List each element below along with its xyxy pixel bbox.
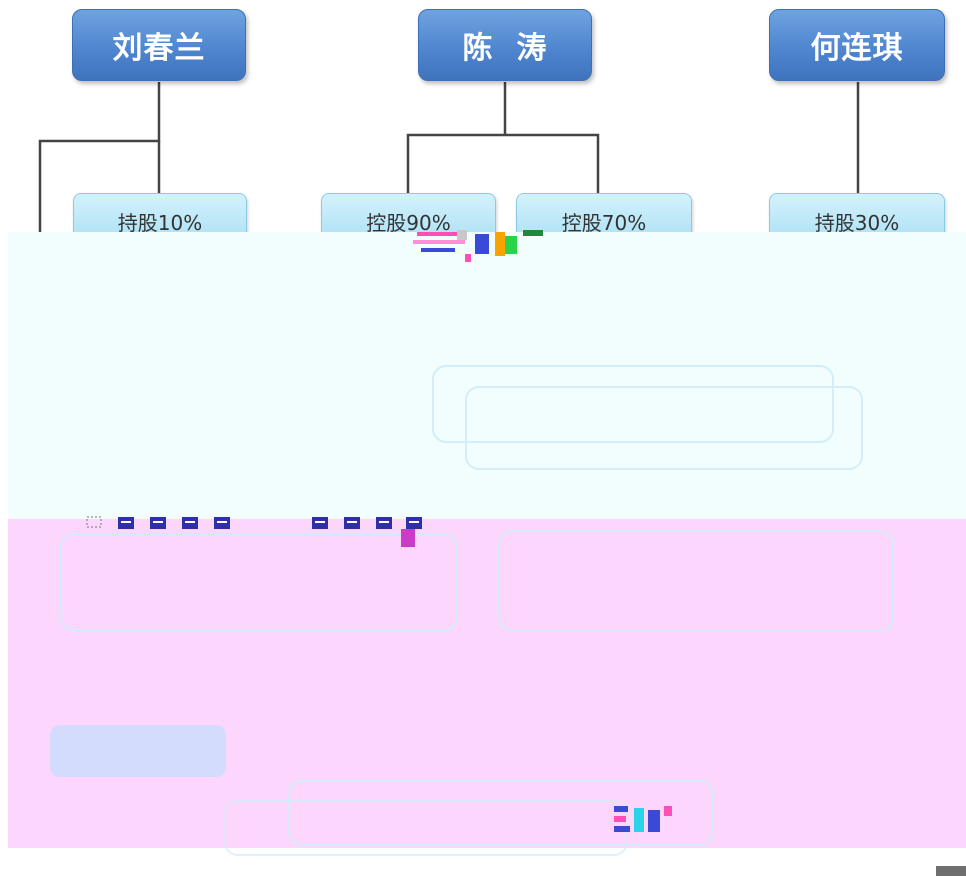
- person-box-liu: 刘春兰: [72, 9, 246, 81]
- share-label: 持股30%: [814, 210, 900, 235]
- ghost-box-left-lower: [60, 533, 458, 631]
- connector-chen-branch: [406, 133, 600, 193]
- person-box-chen: 陈 涛: [418, 9, 592, 81]
- person-name: 陈 涛: [462, 31, 548, 66]
- ghost-small-box: [50, 725, 226, 777]
- corner-mark: [936, 866, 966, 876]
- share-label: 持股10%: [117, 210, 203, 235]
- person-name: 刘春兰: [112, 31, 206, 66]
- corrupted-region-cyan: [8, 232, 966, 519]
- glitch-artifact-top: [413, 230, 543, 262]
- glitch-artifact-bottom: [614, 806, 672, 832]
- person-name: 何连琪: [810, 31, 904, 66]
- ghost-box-right-lower: [498, 530, 894, 632]
- connector-liu: [38, 82, 161, 258]
- ghost-box-bottom-shadow: [224, 800, 628, 856]
- corrupted-region-pink: [8, 519, 966, 848]
- share-label: 控股90%: [366, 210, 451, 235]
- glitch-artifact-mid: [86, 516, 422, 547]
- share-label: 控股70%: [561, 210, 647, 235]
- ghost-box-right-upper-shadow: [465, 386, 863, 470]
- ghost-box-right-upper: [432, 365, 834, 443]
- ghost-box-bottom: [288, 780, 714, 846]
- person-box-he: 何连琪: [769, 9, 945, 81]
